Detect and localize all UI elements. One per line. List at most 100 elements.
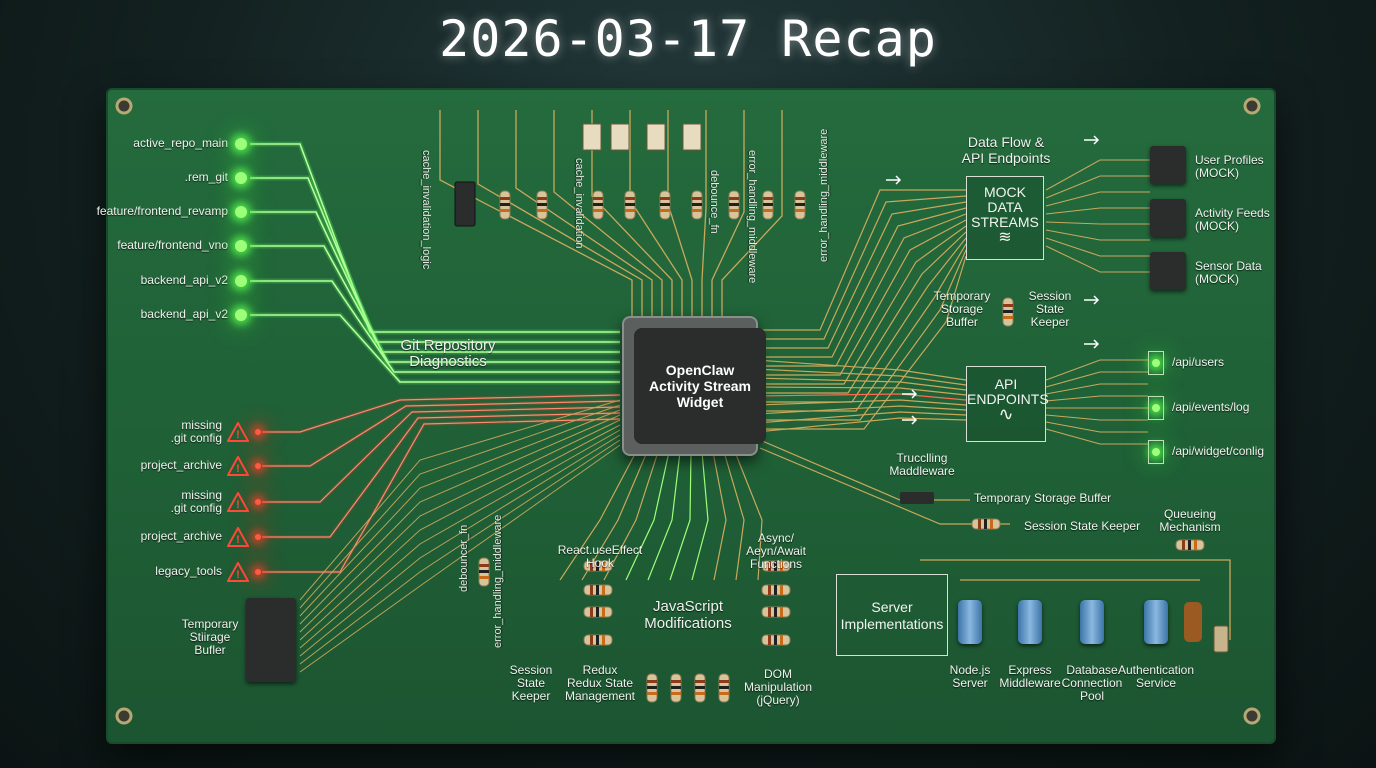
api-trace	[755, 368, 967, 386]
mock-feed-label: Activity Feeds (MOCK)	[1195, 206, 1270, 233]
bottom-trace	[559, 451, 637, 581]
branch-trace	[250, 314, 620, 383]
js-item-dom: DOM Manipulation (jQuery)	[743, 667, 813, 707]
resistor-band	[768, 607, 771, 617]
right-trace	[756, 231, 967, 394]
resistor-band	[780, 561, 783, 571]
resistor-band	[537, 209, 547, 212]
resistor-band	[719, 680, 729, 683]
server-component-label: Database Connection Pool	[1061, 663, 1123, 703]
api-trace	[755, 377, 967, 391]
right-trace	[756, 249, 967, 421]
right-trace	[756, 237, 967, 403]
resistor-band	[774, 635, 777, 645]
server-capacitor	[1018, 600, 1042, 644]
javascript-heading: JavaScript Modifications	[644, 598, 732, 632]
right-trace	[756, 207, 967, 358]
temp-storage-label: Temporary Storage Buffer	[933, 289, 991, 329]
branch-label: active_repo_main	[133, 136, 228, 150]
right-trace	[756, 213, 967, 367]
warning-label: project_archive	[140, 529, 222, 543]
endpoint-led-frame	[1148, 396, 1164, 420]
server-label: Server Implementations	[840, 599, 944, 632]
resistor-band	[692, 209, 702, 212]
resistor-band	[625, 209, 635, 212]
resistor-band	[1182, 540, 1185, 550]
right-trace	[756, 195, 967, 340]
top-trace	[701, 110, 707, 316]
mock-feed-ic	[1150, 199, 1186, 237]
mock-feed-ic	[1150, 146, 1186, 184]
endpoint-label: /api/users	[1172, 355, 1225, 369]
feed-trace	[1045, 159, 1150, 191]
middleware-trace	[759, 439, 1010, 525]
resistor-band	[500, 203, 510, 206]
resistor-band	[479, 570, 489, 573]
smd-capacitor	[582, 123, 602, 151]
resistor-band	[768, 635, 771, 645]
warning-label: missing .git config	[170, 488, 222, 515]
smd-capacitor	[610, 123, 630, 151]
server-trace	[920, 559, 1231, 640]
branch-trace	[250, 177, 620, 343]
resistor-band	[660, 203, 670, 206]
resistor-band	[763, 203, 773, 206]
svg-text:!: !	[236, 499, 240, 511]
resistor-band	[647, 686, 657, 689]
flow-arrow	[1084, 339, 1100, 349]
api-trace	[755, 359, 967, 381]
warning-led	[255, 499, 261, 505]
server-capacitor	[1080, 600, 1104, 644]
endpoint-label: /api/widget/conlig	[1172, 444, 1265, 458]
warning-trace	[262, 412, 621, 538]
endpoint-trace	[1045, 395, 1148, 402]
bottom-trace	[734, 451, 763, 581]
left-bottom-trace	[299, 434, 621, 657]
js-vertical-error: error_handling_middleware	[492, 514, 504, 648]
resistor-band	[500, 209, 510, 212]
branch-label: backend_api_v2	[140, 273, 228, 287]
feed-trace	[1045, 245, 1150, 273]
resistor-band	[602, 635, 605, 645]
bottom-trace	[625, 451, 670, 581]
resistor-band	[593, 209, 603, 212]
api-trace	[755, 386, 967, 396]
resistor-band	[729, 209, 739, 212]
resistor-band	[1188, 540, 1191, 550]
chip-label: OpenClaw Activity Stream Widget	[634, 328, 766, 444]
endpoint-led-frame	[1148, 351, 1164, 375]
mock-feed-ic	[1150, 252, 1186, 290]
left-bottom-trace	[299, 419, 621, 633]
endpoint-status-led	[1152, 404, 1160, 412]
resistor-band	[660, 197, 670, 200]
resistor-band	[795, 197, 805, 200]
warning-icon: !	[226, 525, 250, 547]
js-item-async: Async/ Aeyn/Await Functions	[746, 531, 806, 571]
endpoint-label: /api/events/log	[1172, 400, 1250, 414]
warning-icon: !	[226, 490, 250, 512]
resistor-band	[1003, 310, 1013, 313]
mock-feed-label: Sensor Data (MOCK)	[1195, 259, 1262, 286]
resistor-band	[692, 203, 702, 206]
warning-icon: !	[226, 420, 250, 442]
branch-status-led	[235, 240, 247, 252]
sine-icon: ∿	[998, 404, 1014, 424]
warning-led	[255, 534, 261, 540]
resistor-band	[593, 197, 603, 200]
resistor-band	[774, 561, 777, 571]
resistor-band	[768, 585, 771, 595]
api-trace	[755, 405, 967, 415]
resistor-band	[695, 686, 705, 689]
resistor-band	[729, 197, 739, 200]
branch-status-led	[235, 138, 247, 150]
resistor-band	[780, 635, 783, 645]
data-flow-heading: Data Flow & API Endpoints	[961, 134, 1051, 166]
mock-data-label: MOCK DATA STREAMS	[971, 184, 1039, 230]
left-bottom-trace	[299, 429, 621, 649]
resistor-band	[984, 519, 987, 529]
resistor-band	[795, 203, 805, 206]
resistor-band	[719, 686, 729, 689]
temp-buffer-label: Temporary Storage Buffer	[974, 491, 1112, 505]
session-state-label: Session State Keeper	[1024, 519, 1141, 533]
